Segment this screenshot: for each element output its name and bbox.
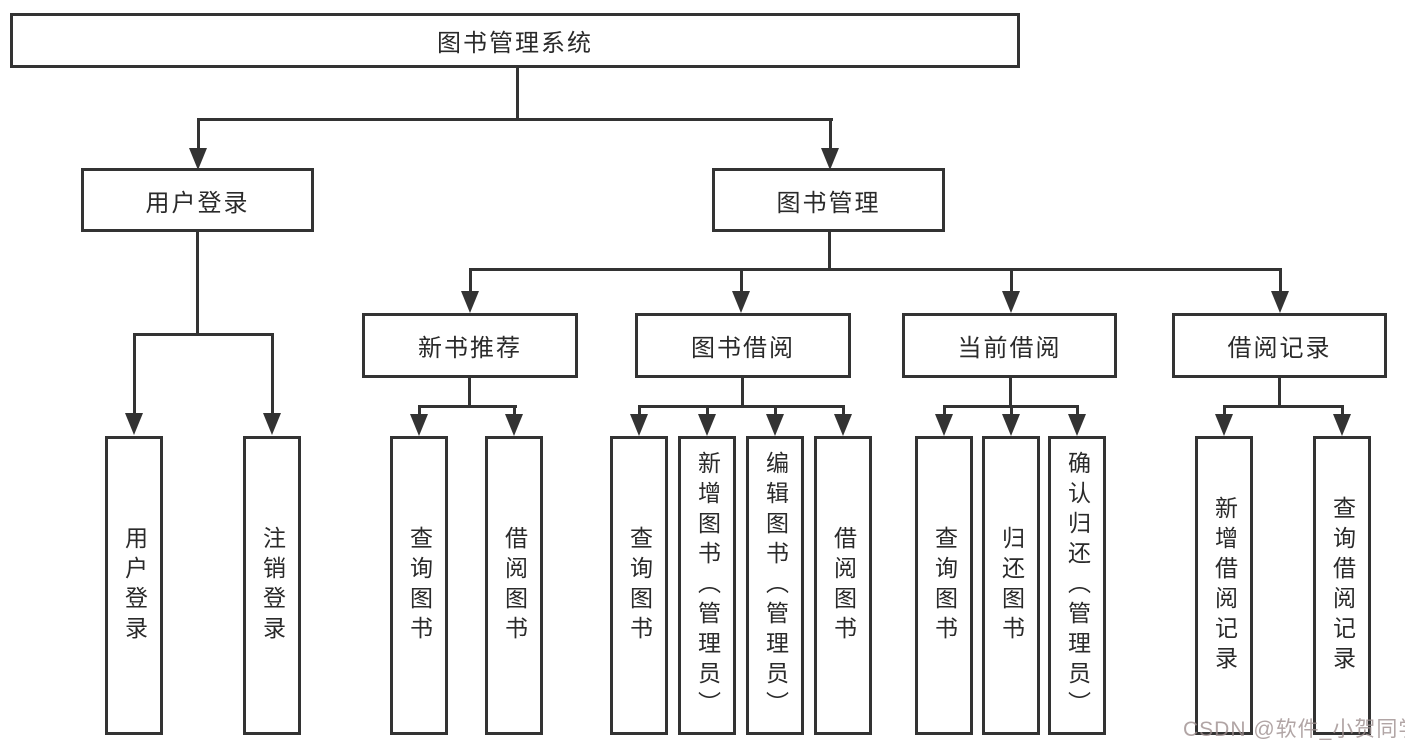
node-book-borrow-label: 图书借阅 xyxy=(691,335,795,362)
arrow-down-icon xyxy=(821,148,839,170)
leaf-query-borrow-record-label: 查询借阅记录 xyxy=(1329,495,1356,676)
connector-newbookrec-stem-2 xyxy=(513,405,516,416)
connector-borrowrecords-stem-2 xyxy=(1341,405,1344,416)
leaf-edit-book-admin-label: 编辑图书（管理员） xyxy=(762,450,789,721)
leaf-add-book-admin: 新增图书（管理员） xyxy=(678,436,736,735)
leaf-borrow-book-borrow: 借阅图书 xyxy=(814,436,872,735)
connector-userlogin-hbar xyxy=(133,333,274,336)
node-borrow-records: 借阅记录 xyxy=(1172,313,1387,378)
node-book-mgmt: 图书管理 xyxy=(712,168,945,232)
connector-bookborrow-trunk xyxy=(741,376,744,407)
leaf-add-borrow-record-label: 新增借阅记录 xyxy=(1211,495,1238,676)
connector-root-stem-left xyxy=(197,118,200,150)
arrow-down-icon xyxy=(461,291,479,313)
connector-bookmgmt-stem-3 xyxy=(1010,268,1013,293)
connector-newbookrec-hbar xyxy=(418,405,517,408)
leaf-user-login: 用户登录 xyxy=(105,436,163,735)
leaf-query-book-rec: 查询图书 xyxy=(390,436,448,735)
connector-root-hbar xyxy=(197,118,833,121)
arrow-down-icon xyxy=(698,414,716,436)
connector-currentborrow-trunk xyxy=(1009,376,1012,407)
node-root: 图书管理系统 xyxy=(10,13,1020,68)
node-book-mgmt-label: 图书管理 xyxy=(776,189,881,217)
connector-borrowrecords-hbar xyxy=(1223,405,1344,408)
leaf-confirm-return-admin: 确认归还（管理员） xyxy=(1048,436,1106,735)
arrow-down-icon xyxy=(505,414,523,436)
arrow-down-icon xyxy=(410,414,428,436)
connector-bookmgmt-trunk xyxy=(828,230,831,271)
node-user-login: 用户登录 xyxy=(81,168,314,232)
arrow-down-icon xyxy=(1002,414,1020,436)
leaf-borrow-book-rec: 借阅图书 xyxy=(485,436,543,735)
leaf-add-book-admin-label: 新增图书（管理员） xyxy=(694,450,721,721)
leaf-edit-book-admin: 编辑图书（管理员） xyxy=(746,436,804,735)
arrow-down-icon xyxy=(766,414,784,436)
arrow-down-icon xyxy=(732,291,750,313)
connector-bookborrow-stem-2 xyxy=(706,405,709,416)
connector-root-stem-right xyxy=(829,118,832,150)
connector-borrowrecords-stem-1 xyxy=(1223,405,1226,416)
connector-userlogin-trunk xyxy=(196,230,199,336)
connector-userlogin-stem-left xyxy=(133,333,136,415)
connector-bookborrow-hbar xyxy=(638,405,845,408)
leaf-query-book-borrow-label: 查询图书 xyxy=(626,525,653,646)
node-book-borrow: 图书借阅 xyxy=(635,313,851,378)
connector-bookborrow-stem-3 xyxy=(774,405,777,416)
connector-bookborrow-stem-4 xyxy=(842,405,845,416)
node-root-label: 图书管理系统 xyxy=(437,30,593,57)
arrow-down-icon xyxy=(1333,414,1351,436)
node-new-book-rec: 新书推荐 xyxy=(362,313,578,378)
arrow-down-icon xyxy=(834,414,852,436)
arrow-down-icon xyxy=(630,414,648,436)
leaf-query-book-rec-label: 查询图书 xyxy=(406,525,433,646)
leaf-return-book: 归还图书 xyxy=(982,436,1040,735)
arrow-down-icon xyxy=(125,413,143,435)
csdn-watermark: CSDN @软件_小贺同学 xyxy=(1183,718,1405,741)
arrow-down-icon xyxy=(1068,414,1086,436)
node-user-login-label: 用户登录 xyxy=(145,189,250,217)
arrow-down-icon xyxy=(1271,291,1289,313)
leaf-query-book-borrow: 查询图书 xyxy=(610,436,668,735)
connector-root-trunk xyxy=(516,66,519,120)
arrow-down-icon xyxy=(189,148,207,170)
node-borrow-records-label: 借阅记录 xyxy=(1227,335,1332,362)
leaf-query-borrow-record: 查询借阅记录 xyxy=(1313,436,1371,735)
leaf-query-book-current: 查询图书 xyxy=(915,436,973,735)
connector-newbookrec-stem-1 xyxy=(418,405,421,416)
arrow-down-icon xyxy=(263,413,281,435)
leaf-borrow-book-rec-label: 借阅图书 xyxy=(501,525,528,646)
leaf-return-book-label: 归还图书 xyxy=(998,525,1025,646)
leaf-confirm-return-admin-label: 确认归还（管理员） xyxy=(1064,450,1091,721)
connector-currentborrow-stem-1 xyxy=(943,405,946,416)
connector-bookmgmt-stem-1 xyxy=(469,268,472,293)
connector-bookmgmt-stem-4 xyxy=(1279,268,1282,293)
connector-borrowrecords-trunk xyxy=(1278,376,1281,407)
leaf-borrow-book-borrow-label: 借阅图书 xyxy=(830,525,857,646)
connector-newbookrec-trunk xyxy=(468,376,471,407)
node-new-book-rec-label: 新书推荐 xyxy=(418,335,522,362)
leaf-logout: 注销登录 xyxy=(243,436,301,735)
leaf-query-book-current-label: 查询图书 xyxy=(931,525,958,646)
node-current-borrow-label: 当前借阅 xyxy=(957,335,1062,362)
leaf-user-login-label: 用户登录 xyxy=(121,525,148,646)
node-current-borrow: 当前借阅 xyxy=(902,313,1117,378)
connector-currentborrow-stem-2 xyxy=(1010,405,1013,416)
leaf-add-borrow-record: 新增借阅记录 xyxy=(1195,436,1253,735)
connector-bookborrow-stem-1 xyxy=(638,405,641,416)
connector-bookmgmt-hbar xyxy=(469,268,1282,271)
connector-userlogin-stem-right xyxy=(271,333,274,415)
connector-bookmgmt-stem-2 xyxy=(740,268,743,293)
connector-currentborrow-stem-3 xyxy=(1076,405,1079,416)
arrow-down-icon xyxy=(1215,414,1233,436)
leaf-logout-label: 注销登录 xyxy=(259,525,286,646)
arrow-down-icon xyxy=(935,414,953,436)
arrow-down-icon xyxy=(1002,291,1020,313)
